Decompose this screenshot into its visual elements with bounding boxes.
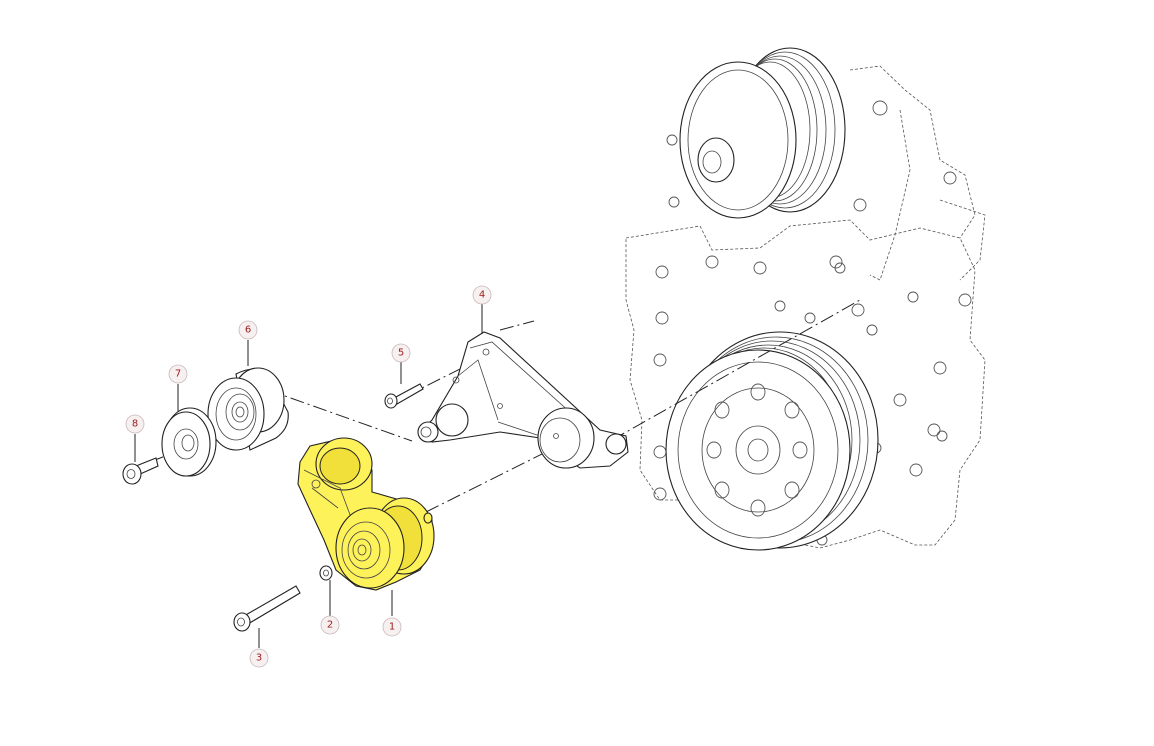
callout-8[interactable]: 8 — [125, 414, 145, 434]
callout-label: 1 — [389, 622, 395, 633]
belt-tensioner[interactable] — [297, 437, 435, 591]
washer-part-2 — [319, 565, 333, 581]
water-pump-pulley — [679, 47, 846, 219]
callout-2[interactable]: 2 — [320, 615, 340, 635]
callout-label: 4 — [479, 290, 485, 301]
bolt-part-3 — [233, 585, 301, 632]
spacer-disc — [161, 407, 217, 477]
callout-4[interactable]: 4 — [472, 285, 492, 305]
callout-3[interactable]: 3 — [249, 648, 269, 668]
crankshaft-pulley — [665, 331, 879, 551]
screw-part-8 — [122, 457, 159, 485]
callout-1[interactable]: 1 — [382, 617, 402, 637]
leader-lines — [134, 304, 483, 648]
callout-label: 7 — [175, 369, 181, 380]
callout-label: 8 — [132, 419, 138, 430]
engine-block — [625, 47, 986, 551]
mounting-bracket — [417, 331, 629, 469]
callout-5[interactable]: 5 — [391, 343, 411, 363]
callout-label: 2 — [327, 620, 333, 631]
callout-label: 5 — [398, 348, 404, 359]
callout-label: 6 — [245, 325, 251, 336]
bolt-part-5 — [384, 383, 424, 409]
callout-label: 3 — [256, 653, 262, 664]
idler-pulley — [207, 367, 289, 451]
callout-6[interactable]: 6 — [238, 320, 258, 340]
callout-7[interactable]: 7 — [168, 364, 188, 384]
